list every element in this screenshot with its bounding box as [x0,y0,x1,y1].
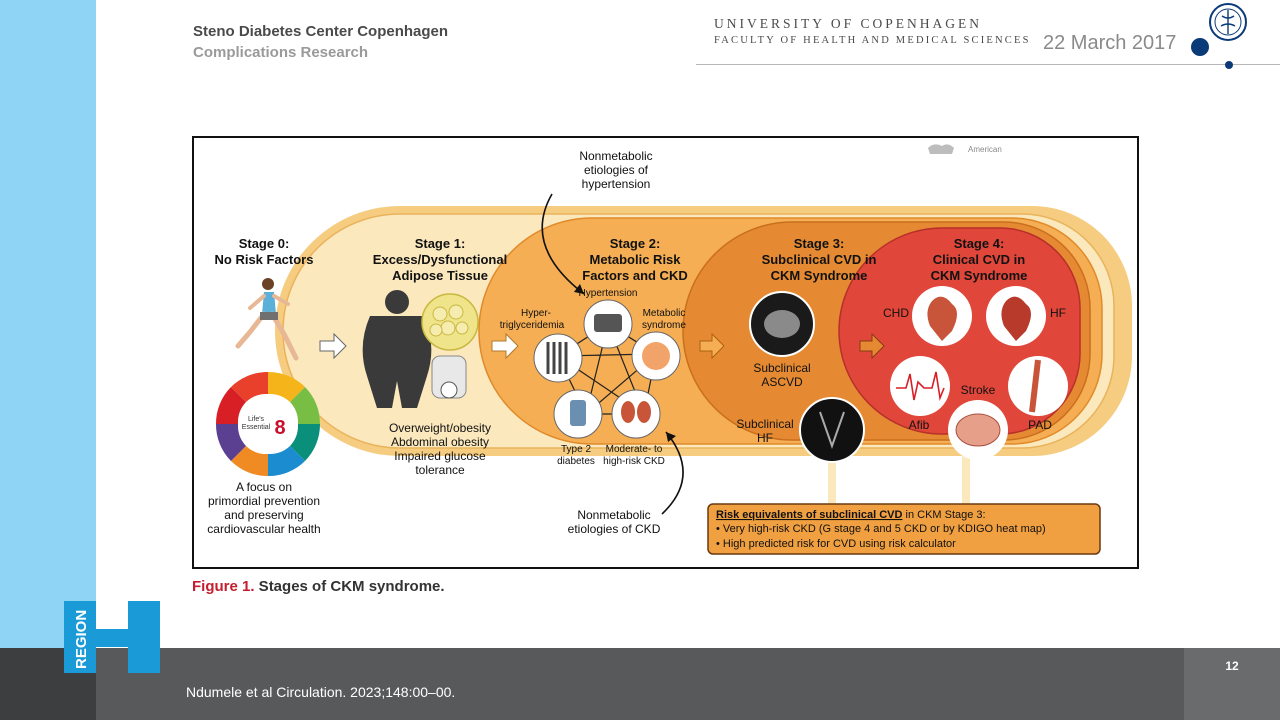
page-number: 12 [1225,659,1239,673]
label-sub-hf2: HF [757,431,773,445]
risk-box-title: Risk equivalents of subclinical CVD in C… [716,509,986,521]
glucose-meter-icon [553,389,603,439]
stage0-line4: cardiovascular health [207,522,320,536]
runner-icon [235,278,299,361]
label-sub-hf1: Subclinical [736,417,793,431]
hypertriglyceridemia-icon [533,333,583,383]
arrow-nonmetabolic-top [541,193,585,295]
kidney-icon [611,389,661,439]
nonmetabolic-top3: hypertension [582,177,651,191]
les8-number: 8 [274,417,285,439]
citation-text: Ndumele et al Circulation. 2023;148:00–0… [186,684,456,700]
scale-icon [431,355,467,399]
stage2-title2: Metabolic Risk [589,252,681,267]
stage3-title2: Subclinical CVD in [762,252,877,267]
label-ckd1: Moderate- to [606,444,663,455]
blood-pressure-monitor-icon [583,299,633,349]
les8-text2: Essential [242,424,271,431]
stage3-title1: Stage 3: [794,236,845,251]
nonmetabolic-top1: Nonmetabolic [579,149,652,163]
label-t2d2: diabetes [557,456,595,467]
nonmetabolic-top2: etiologies of [584,163,649,177]
ku-seal-icon [1191,3,1247,69]
ckm-stages-figure: American Stage 0: No Risk Factors Life's… [192,136,1139,569]
stage1-line4: tolerance [415,463,465,477]
obese-silhouette-icon [362,290,432,408]
label-hypertg1: Hyper- [521,308,551,319]
stage4-title2: Clinical CVD in [933,252,1026,267]
stage4-title1: Stage 4: [954,236,1005,251]
stage0-line1: A focus on [236,480,292,494]
stage2-title1: Stage 2: [610,236,661,251]
metabolic-syndrome-icon [631,331,681,381]
risk-box-bullet1: • Very high-risk CKD (G stage 4 and 5 CK… [716,523,1046,535]
ecg-icon [890,356,950,416]
figure-caption-text: Stages of CKM syndrome. [254,578,445,595]
region-logo-text: REGION [73,610,90,669]
echocardiogram-icon [799,397,865,463]
brain-icon [948,400,1008,460]
left-accent-band [0,0,96,648]
label-metabolic1: Metabolic [643,308,686,319]
aha-logo-text: American [968,145,1002,154]
label-stroke: Stroke [961,383,996,397]
stage2-title3: Factors and CKD [582,268,687,283]
label-ckd2: high-risk CKD [603,456,665,467]
label-ascvd1: Subclinical [753,361,810,375]
label-hypertg2: triglyceridemia [500,320,565,331]
region-h-logo-icon: REGION [64,601,160,673]
heart-failure-icon [986,286,1046,346]
org-subtitle: Complications Research [193,44,369,61]
stage0-title2: No Risk Factors [215,252,314,267]
org-name: Steno Diabetes Center Copenhagen [193,23,449,40]
slide-date: 22 March 2017 [1043,32,1177,54]
adipose-cells-icon [421,293,479,351]
label-metabolic2: syndrome [642,320,686,331]
arrow-stage1-2 [491,332,519,360]
lifes-essential-8-wheel-icon: Life's Essential 8 [215,371,321,477]
heart-icon [912,286,972,346]
footer-page-block [1184,648,1280,720]
label-t2d1: Type 2 [561,444,591,455]
les8-text1: Life's [248,416,265,423]
stage0-title1: Stage 0: [239,236,290,251]
arrow-stage2-3 [699,332,725,360]
footer-bar [0,648,1280,720]
stage1-title2: Excess/Dysfunctional [373,252,507,267]
stage1-title3: Adipose Tissue [392,268,488,283]
aha-logo-icon: American [928,144,1002,154]
arrow-stage0-1 [319,332,347,360]
stage4-title3: CKM Syndrome [931,268,1028,283]
stage1-line2: Abdominal obesity [391,435,489,449]
arrow-nonmetabolic-bottom [661,431,684,515]
arrow-stage3-4 [859,332,885,360]
stage1-line3: Impaired glucose [394,449,486,463]
label-ascvd2: ASCVD [761,375,803,389]
risk-equivalents-box [707,503,1101,555]
artery-icon [1008,356,1068,416]
header-divider [696,64,1280,65]
stage0-line2: primordial prevention [208,494,320,508]
nonmetabolic-bottom1: Nonmetabolic [577,508,650,522]
risk-box-bullet2: • High predicted risk for CVD using risk… [716,538,956,550]
ct-scan-icon [749,291,815,357]
label-pad: PAD [1028,418,1052,432]
stage3-title3: CKM Syndrome [771,268,868,283]
faculty-name: FACULTY OF HEALTH AND MEDICAL SCIENCES [714,35,1031,46]
label-hf: HF [1050,306,1066,320]
label-hypertension: Hypertension [579,288,638,299]
stage1-title1: Stage 1: [415,236,466,251]
stage0-line3: and preserving [224,508,303,522]
figure-caption: Figure 1. Stages of CKM syndrome. [192,578,445,595]
stage1-line1: Overweight/obesity [389,421,491,435]
nonmetabolic-bottom2: etiologies of CKD [568,522,661,536]
label-afib: Afib [909,418,930,432]
figure-caption-number: Figure 1. [192,578,255,595]
university-name: UNIVERSITY OF COPENHAGEN [714,16,983,31]
label-chd: CHD [883,306,909,320]
